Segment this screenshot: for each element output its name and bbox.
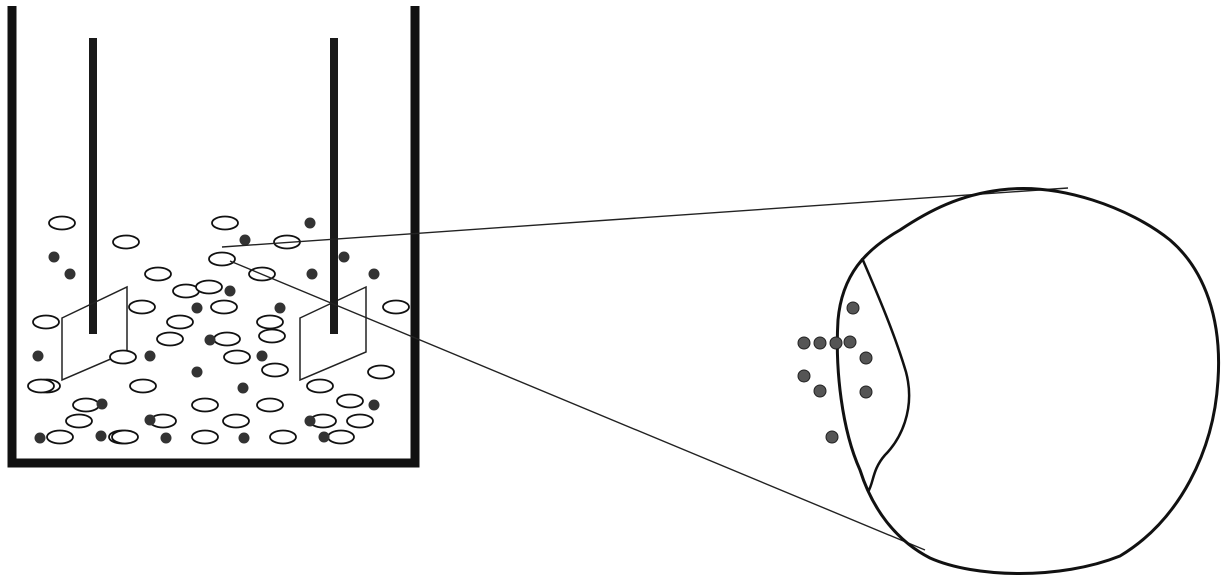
- dark-particle-10: [191, 302, 203, 314]
- dark-particle-22: [304, 415, 316, 427]
- right-electrode: [299, 38, 367, 382]
- magnified-dot-7: [829, 336, 843, 350]
- left-electrode-rod: [89, 38, 97, 334]
- left-electrode: [61, 38, 128, 382]
- dark-particle-6: [306, 268, 318, 280]
- open-particle-33: [327, 429, 355, 445]
- open-particle-12: [32, 314, 60, 330]
- dark-particle-2: [239, 234, 251, 246]
- magnified-dot-4: [843, 335, 857, 349]
- dark-particle-1: [304, 217, 316, 229]
- right-electrode-rod: [330, 38, 338, 334]
- open-particle-23: [191, 397, 219, 413]
- open-particle-26: [27, 378, 55, 394]
- dark-particle-17: [96, 398, 108, 410]
- open-particle-21: [306, 378, 334, 394]
- right-electrode-plate: [299, 285, 367, 382]
- dark-particle-21: [238, 432, 250, 444]
- magnified-dot-9: [813, 384, 827, 398]
- dark-particle-18: [144, 414, 156, 426]
- open-particle-3: [112, 234, 140, 250]
- open-particle-10: [128, 299, 156, 315]
- particle-field: [27, 215, 410, 445]
- open-particle-25: [346, 413, 374, 429]
- dark-particle-15: [191, 366, 203, 378]
- open-particle-20: [261, 362, 289, 378]
- open-particle-34: [367, 364, 395, 380]
- open-particle-5: [208, 251, 236, 267]
- magnified-dot-3: [859, 385, 873, 399]
- magnified-dot-1: [846, 301, 860, 315]
- open-particle-38: [111, 429, 139, 445]
- magnified-dot-2: [859, 351, 873, 365]
- magnified-inner-boundary: [860, 257, 911, 493]
- open-particle-11: [382, 299, 410, 315]
- open-particle-35: [213, 331, 241, 347]
- dark-particle-12: [144, 350, 156, 362]
- dark-particle-3: [48, 251, 60, 263]
- magnification-line-upper: [221, 187, 1069, 248]
- container-walls: [7, 6, 420, 468]
- magnified-dot-8: [797, 369, 811, 383]
- open-particle-24: [256, 397, 284, 413]
- dark-particle-5: [338, 251, 350, 263]
- dark-particle-16: [237, 382, 249, 394]
- open-particle-17: [223, 349, 251, 365]
- open-particle-40: [258, 328, 286, 344]
- dark-particle-20: [160, 432, 172, 444]
- open-particle-30: [191, 429, 219, 445]
- dark-particle-25: [34, 432, 46, 444]
- open-particle-32: [269, 429, 297, 445]
- open-particle-15: [156, 331, 184, 347]
- dark-particle-24: [368, 399, 380, 411]
- open-particle-37: [336, 393, 364, 409]
- open-particle-19: [129, 378, 157, 394]
- magnified-particle-outline: [835, 187, 1221, 575]
- open-particle-9: [210, 299, 238, 315]
- magnified-dot-6: [813, 336, 827, 350]
- dark-particle-23: [318, 431, 330, 443]
- open-particle-16: [109, 349, 137, 365]
- open-particle-14: [256, 314, 284, 330]
- dark-particle-8: [224, 285, 236, 297]
- magnified-dots: [797, 301, 873, 444]
- open-particle-2: [211, 215, 239, 231]
- open-particle-1: [48, 215, 76, 231]
- open-particle-31: [222, 413, 250, 429]
- dark-particle-4: [64, 268, 76, 280]
- open-particle-29: [65, 413, 93, 429]
- dark-particle-14: [32, 350, 44, 362]
- dark-particle-13: [256, 350, 268, 362]
- dark-particle-11: [204, 334, 216, 346]
- dark-particle-9: [274, 302, 286, 314]
- open-particle-36: [46, 429, 74, 445]
- dark-particle-19: [95, 430, 107, 442]
- open-particle-8: [172, 283, 200, 299]
- open-particle-22: [72, 397, 100, 413]
- open-particle-6: [144, 266, 172, 282]
- magnified-dot-10: [825, 430, 839, 444]
- open-particle-41: [195, 279, 223, 295]
- magnification-lines: [221, 187, 1069, 551]
- open-particle-13: [166, 314, 194, 330]
- magnified-dot-5: [797, 336, 811, 350]
- dark-particle-7: [368, 268, 380, 280]
- magnification-line-lower: [229, 260, 926, 551]
